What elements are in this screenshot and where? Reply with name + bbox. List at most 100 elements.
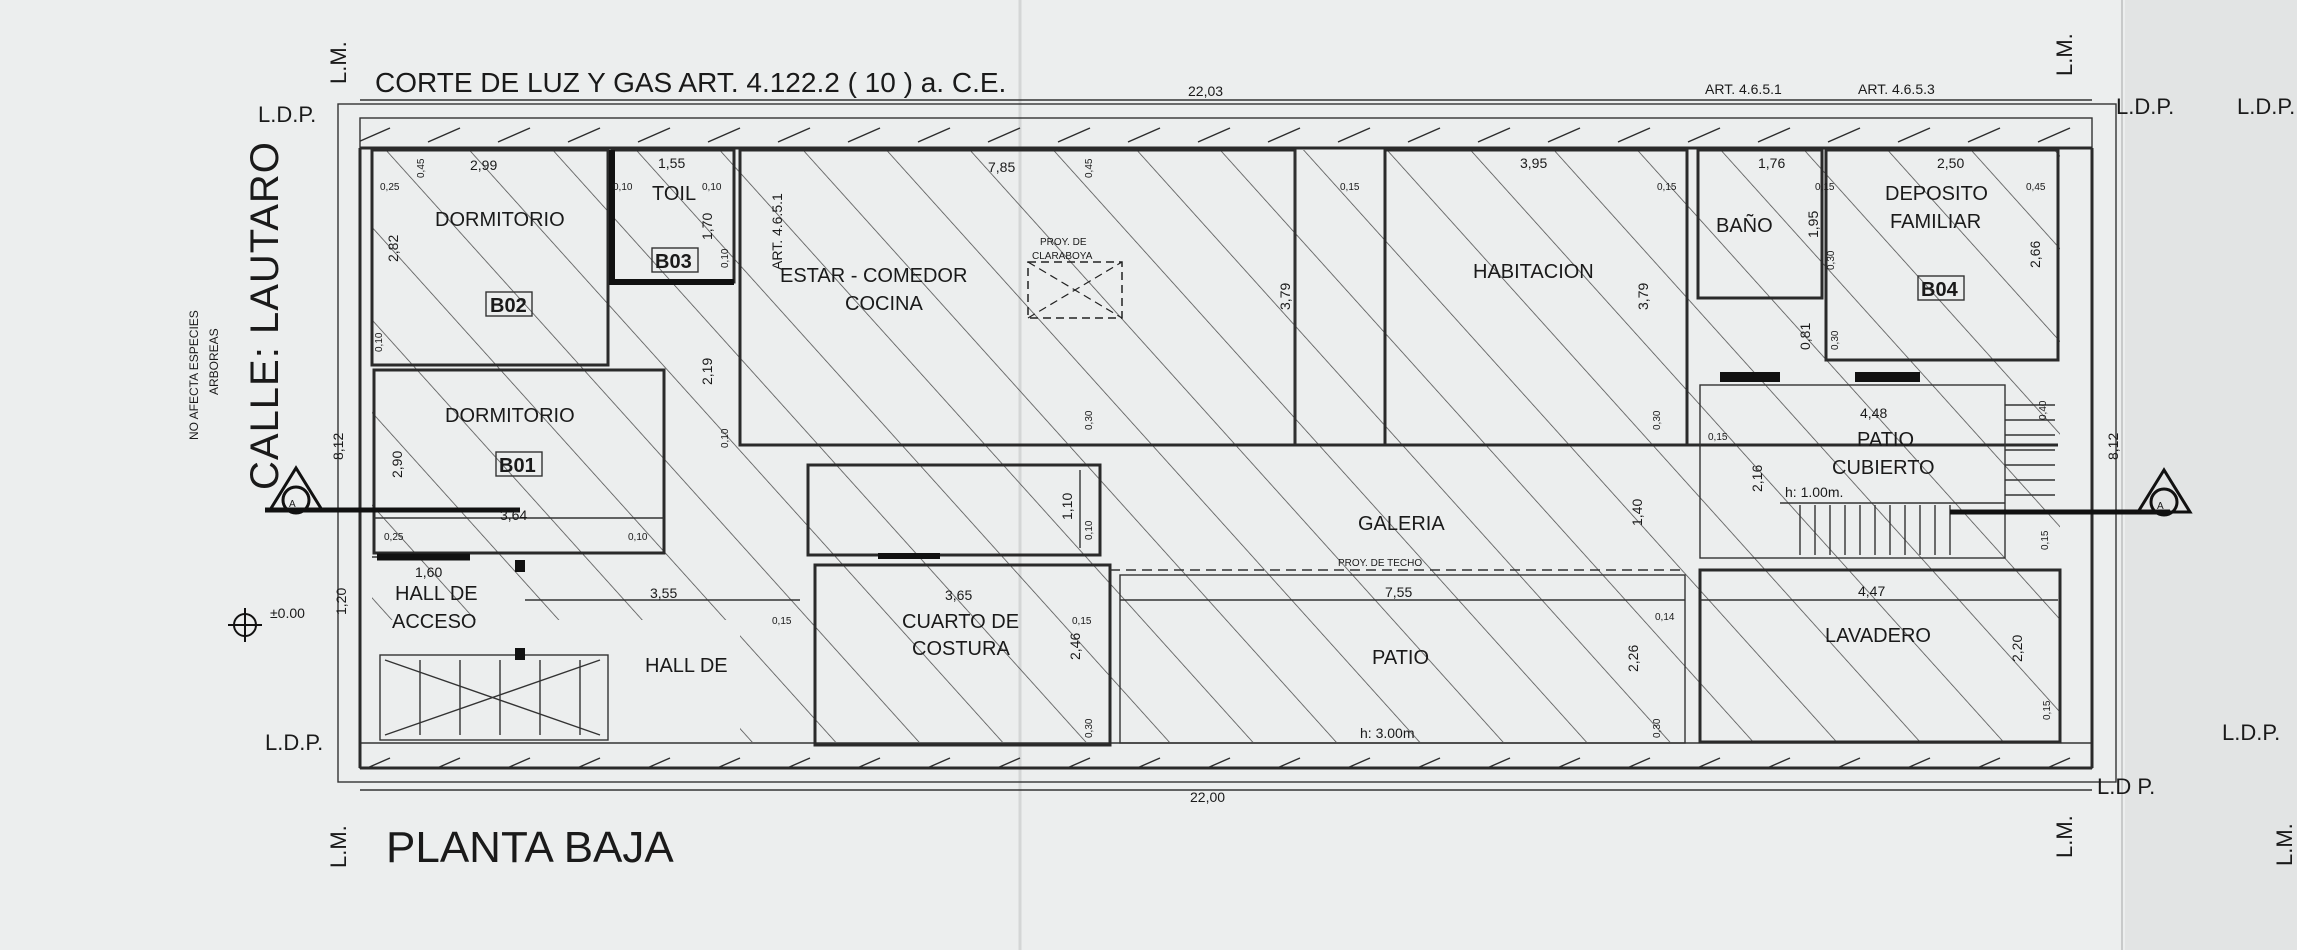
- room-toil: TOIL: [652, 183, 696, 205]
- dim-015c: 0,15: [1815, 182, 1835, 193]
- tree-note-1: NO AFECTA ESPECIES: [187, 310, 201, 440]
- lot-boundary: [337, 103, 2117, 783]
- dimensions: 22,03 22,00 8,12 8,12 2,99 1,55 7,85 3,9…: [330, 83, 2121, 805]
- dim-447: 4,47: [1858, 583, 1885, 599]
- level-label: ±0.00: [270, 605, 305, 621]
- dim-015b: 0,15: [1657, 182, 1677, 193]
- dim-379b: 3,79: [1635, 283, 1651, 310]
- section-mark-left: A: [289, 499, 296, 510]
- dim-266: 2,66: [2027, 241, 2043, 268]
- plan-title: PLANTA BAJA: [386, 823, 674, 872]
- dim-015h: 0,15: [2042, 700, 2053, 720]
- room-lavadero: LAVADERO: [1825, 625, 1931, 647]
- dim-216: 2,16: [1749, 465, 1765, 492]
- dim-160: 1,60: [415, 564, 442, 580]
- dim-side-left: 8,12: [330, 433, 346, 460]
- dim-785: 7,85: [988, 159, 1015, 175]
- dim-015d: 0,15: [1708, 432, 1728, 443]
- tag-b03: B03: [655, 251, 692, 273]
- dim-176: 1,76: [1758, 155, 1785, 171]
- dim-040: 0,40: [2038, 400, 2049, 420]
- paper-right-strip: [2125, 0, 2297, 950]
- dim-bottom-total: 22,00: [1190, 789, 1225, 805]
- roof-projection-label: PROY. DE TECHO: [1338, 558, 1422, 569]
- built-area-hatch-left: [372, 150, 740, 620]
- dim-365: 3,65: [945, 587, 972, 603]
- dim-030b: 0,30: [1652, 410, 1663, 430]
- dim-010e: 0,10: [374, 332, 385, 352]
- ldp-bottom-left: L.D.P.: [265, 730, 323, 755]
- tag-b04: B04: [1921, 279, 1959, 301]
- dim-395: 3,95: [1520, 155, 1547, 171]
- room-dormitorio-b01: DORMITORIO: [445, 405, 575, 427]
- dim-379a: 3,79: [1277, 283, 1293, 310]
- dim-025a: 0,25: [380, 182, 400, 193]
- ldp-bottom-edge: L.D.P.: [2222, 720, 2280, 745]
- dim-226: 2,26: [1625, 645, 1641, 672]
- tag-b01: B01: [499, 455, 536, 477]
- dim-448: 4,48: [1860, 405, 1887, 421]
- header-title: CORTE DE LUZ Y GAS ART. 4.122.2 ( 10 ) a…: [375, 67, 1006, 98]
- patio-height: h: 3.00m: [1360, 725, 1414, 741]
- room-hall-acceso-1: HALL DE: [395, 583, 478, 605]
- room-cuarto-costura-2: COSTURA: [912, 638, 1010, 660]
- dim-030f: 0,30: [1826, 250, 1837, 270]
- dim-755: 7,55: [1385, 584, 1412, 600]
- room-estar-comedor: ESTAR - COMEDOR: [780, 265, 967, 287]
- room-galeria: GALERIA: [1358, 513, 1445, 535]
- skylight-label-1: PROY. DE: [1040, 237, 1087, 248]
- dim-110: 1,10: [1059, 493, 1075, 520]
- ldp-top-edge: L.D.P.: [2237, 94, 2295, 119]
- dim-250: 2,50: [1937, 155, 1964, 171]
- ldp-bottom-right: L.D P.: [2097, 774, 2155, 799]
- dim-010g: 0,10: [1084, 520, 1095, 540]
- dim-155: 1,55: [658, 155, 685, 171]
- lm-edge-right: L.M.: [2272, 823, 2297, 866]
- dim-015e: 0,15: [772, 616, 792, 627]
- room-dormitorio-b02: DORMITORIO: [435, 209, 565, 231]
- room-hall-acceso-2: ACCESO: [392, 611, 476, 633]
- art-side-label: ART. 4.6.5.1: [769, 193, 785, 270]
- dim-045a: 0,45: [416, 158, 427, 178]
- dim-220: 2,20: [2009, 635, 2025, 662]
- article-ref-2: ART. 4.6.5.3: [1858, 81, 1935, 97]
- dim-010f: 0,10: [628, 532, 648, 543]
- dim-195: 1,95: [1805, 211, 1821, 238]
- dim-030c: 0,30: [1084, 718, 1095, 738]
- room-bano: BAÑO: [1716, 213, 1773, 237]
- room-patio-cubierto-1: PATIO: [1857, 429, 1914, 451]
- tree-note-2: ARBOREAS: [207, 328, 221, 395]
- lm-bottom-right: L.M.: [2052, 815, 2077, 858]
- dim-246: 2,46: [1067, 633, 1083, 660]
- dim-120: 1,20: [333, 588, 349, 615]
- article-ref-1: ART. 4.6.5.1: [1705, 81, 1782, 97]
- perimeter-band-bottom: [360, 743, 2092, 768]
- dim-219: 2,19: [699, 358, 715, 385]
- ldp-top-right: L.D.P.: [2116, 94, 2174, 119]
- dim-030a: 0,30: [1084, 410, 1095, 430]
- dim-299: 2,99: [470, 157, 497, 173]
- dim-015a: 0,15: [1340, 182, 1360, 193]
- walls: [358, 146, 2094, 770]
- dim-282: 2,82: [385, 235, 401, 262]
- dim-364: 3,64: [500, 507, 527, 523]
- perimeter-band-top: [360, 118, 2092, 148]
- dim-170: 1,70: [699, 213, 715, 240]
- level-marker: [228, 608, 262, 642]
- room-cocina: COCINA: [845, 293, 923, 315]
- dim-014: 0,14: [1655, 612, 1675, 623]
- dim-045c: 0,45: [2026, 182, 2046, 193]
- section-line: [265, 465, 2193, 517]
- dim-010c: 0,10: [720, 248, 731, 268]
- room-habitacion: HABITACION: [1473, 261, 1594, 283]
- dim-010b: 0,10: [702, 182, 722, 193]
- dim-081: 0,81: [1797, 323, 1813, 350]
- room-patio: PATIO: [1372, 647, 1429, 669]
- room-cuarto-costura-1: CUARTO DE: [902, 611, 1019, 633]
- room-familiar: FAMILIAR: [1890, 211, 1981, 233]
- room-patio-cubierto-2: CUBIERTO: [1832, 457, 1935, 479]
- dim-140: 1,40: [1629, 499, 1645, 526]
- street-name: CALLE: LAUTARO: [243, 141, 287, 490]
- dim-015g: 0,15: [2040, 530, 2051, 550]
